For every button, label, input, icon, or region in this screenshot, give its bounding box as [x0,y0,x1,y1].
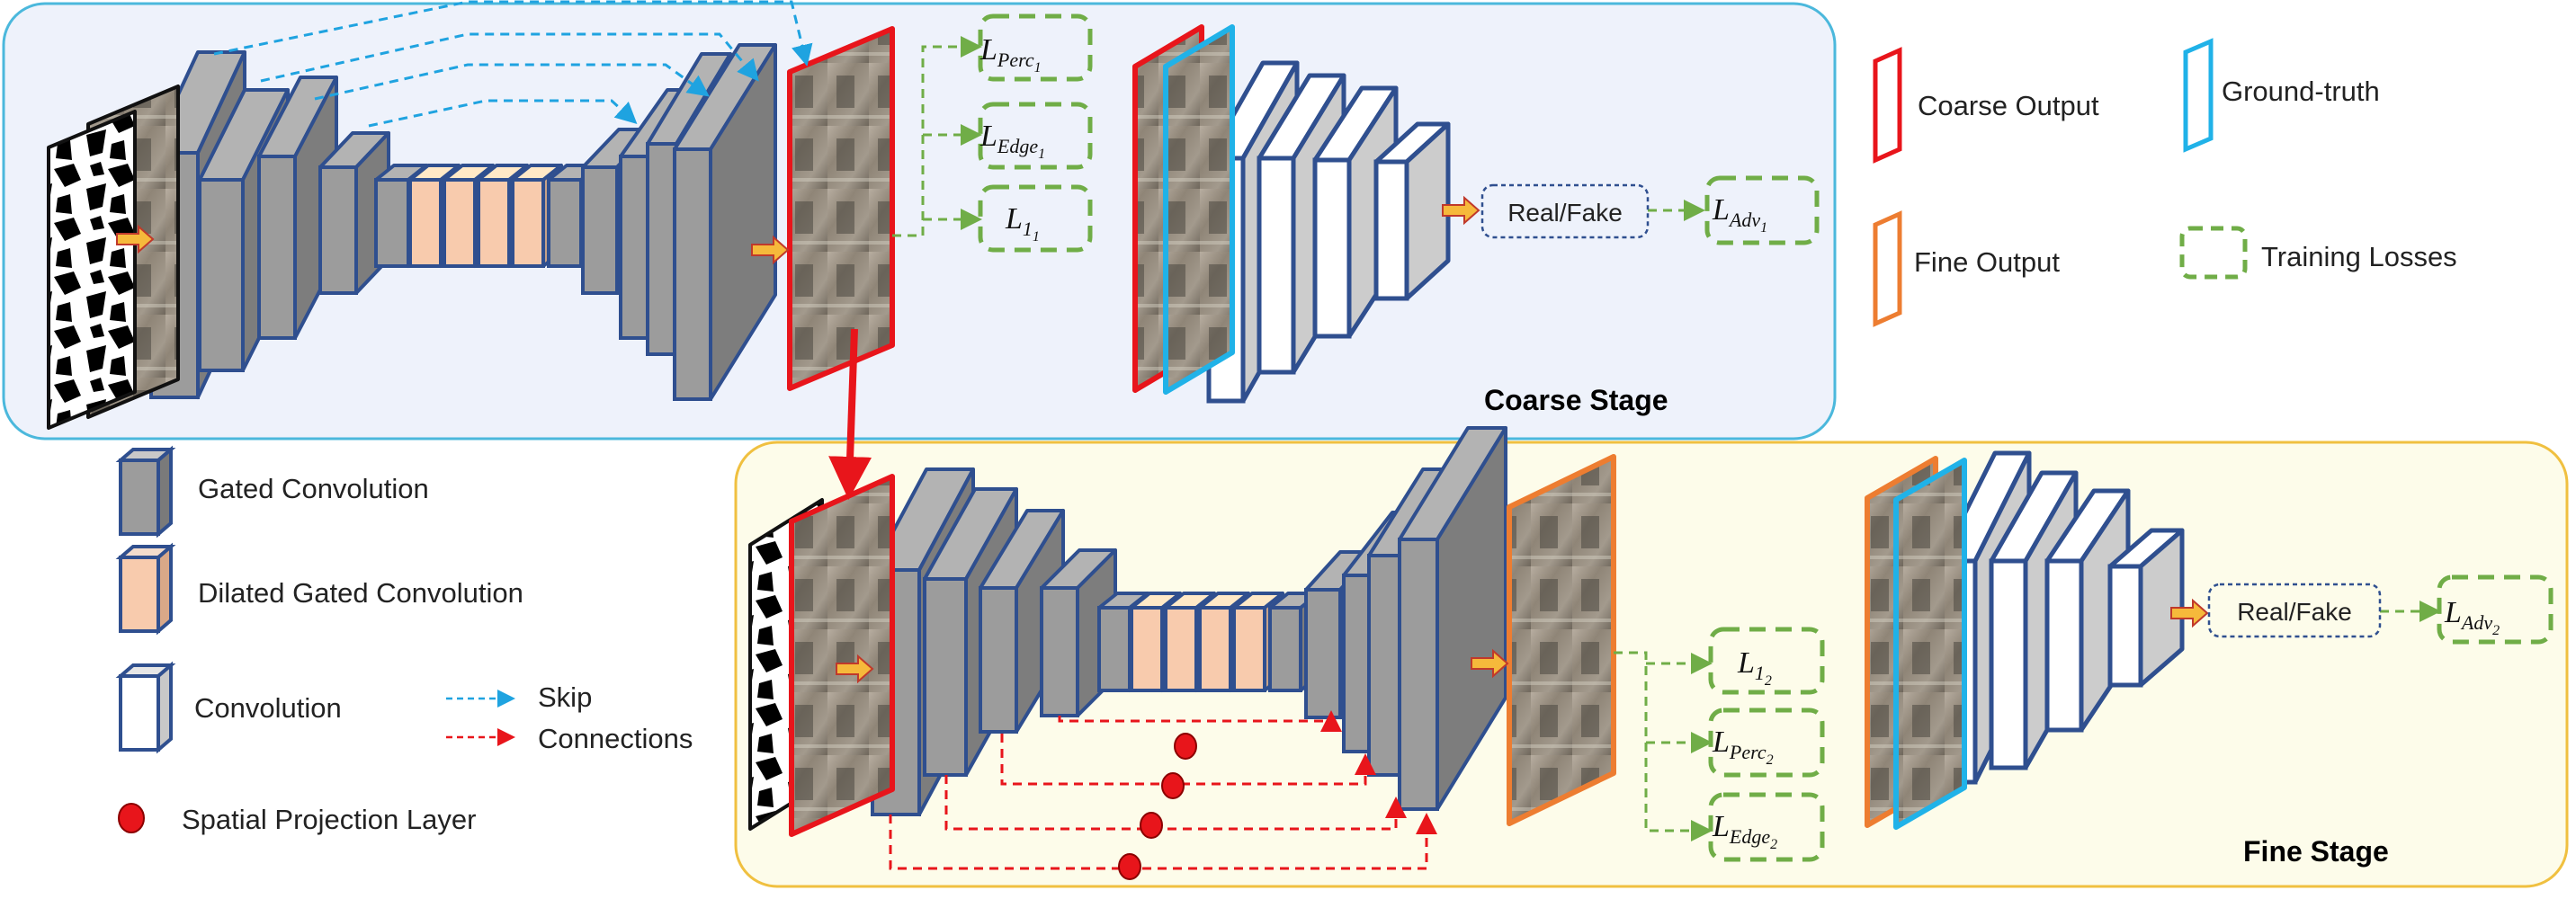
spatial-projection-layer-legend-icon [118,803,145,833]
loss-box-perc1 [978,13,1093,82]
coarse-skip-arc-2 [260,32,759,83]
discriminator-output-label-1: Real/Fake [1507,199,1623,227]
coarse-loss-connector-main [892,36,982,237]
loss-box-l1-1 [978,184,1093,253]
loss-l1-2: L12 [1737,646,1772,689]
convolution-legend-icon [115,661,176,754]
training-losses-legend-icon [2179,226,2248,280]
loss-l1-1: L11 [1005,202,1040,245]
coarse-skip-arc-4 [368,99,638,128]
coarse-stage-title: Coarse Stage [1484,384,1668,416]
loss-box-l1-2 [1708,627,1825,695]
coarse-output-legend-icon [1873,47,1902,164]
skip-legend-label: Skip [538,681,592,713]
discriminator-output-box-2 [2207,583,2382,638]
dilated-gated-convolution-legend-icon [115,542,176,636]
loss-edge1: LEdge1 [979,120,1045,162]
ground-truth-legend-label: Ground-truth [2222,76,2380,107]
loss-adv1: LAdv1 [1712,193,1767,236]
discriminator-output-box-1 [1480,183,1650,239]
svg-text:LEdge1: LEdge1 [979,120,1045,162]
spatial-projection-layer-1 [1174,733,1197,760]
fine-discriminator-block-4 [2107,528,2185,688]
loss-box-edge1 [978,102,1093,170]
coarse-to-fine-arrow [828,328,872,500]
gated-convolution-legend-label: Gated Convolution [198,473,429,504]
fine-disc-arrow [2170,598,2209,628]
fine-stage-title: Fine Stage [2243,835,2389,868]
fine-loss-connector-main [1614,651,1713,841]
fine-input-coarse-output [789,474,895,837]
spatial-projection-layer-legend-label: Spatial Projection Layer [182,804,476,835]
loss-perc1: LPerc1 [979,33,1042,76]
coarse-input-mask [47,110,137,430]
connections [116,0,2441,880]
loss-adv2: LAdv2 [2444,596,2500,638]
svg-text:LPerc2: LPerc2 [1712,726,1774,768]
fine-output-image [1507,454,1616,826]
fine-generator [871,426,1507,816]
svg-text:LAdv1: LAdv1 [1712,193,1767,236]
coarse-skip-arc-1 [213,0,813,67]
spatial-projection-layer-3 [1140,812,1163,839]
convolution-legend-label: Convolution [194,692,342,724]
gated-convolution-legend-icon [115,445,176,539]
fine-decoder-block-4 [1398,426,1507,811]
coarse-input-arrow [116,224,155,254]
fine-input-arrow [836,654,874,684]
spatial-projection-layer-4 [1118,853,1141,880]
fine-skip-connection-1 [1058,710,1342,732]
svg-text:L11: L11 [1005,202,1040,245]
coarse-output-arrow [751,235,790,265]
fine-output-legend-icon [1873,210,1902,327]
images [47,24,1967,837]
loss-edge2: LEdge2 [1712,810,1777,852]
coarse-skip-arc-3 [314,63,710,101]
loss-perc2: LPerc2 [1712,726,1774,768]
coarse-disc-gt-image [1163,24,1235,395]
dilated-gated-convolution-legend-label: Dilated Gated Convolution [198,577,523,609]
discriminator-output-label-2: Real/Fake [2237,598,2352,626]
legend-left: Gated Convolution Dilated Gated Convolut… [115,445,693,835]
connections-legend-label: Connections [538,723,693,754]
loss-box-edge2 [1708,792,1825,862]
fine-skip-connection-3 [944,775,1407,831]
loss-box-perc2 [1708,708,1825,778]
fine-skip-connection-4 [889,813,1437,870]
fine-output-legend-label: Fine Output [1914,246,2060,278]
coarse-discriminator-block-4 [1373,121,1451,301]
spatial-projection-layer-2 [1161,772,1185,799]
discriminators [1206,60,2185,785]
coarse-output-image [787,26,895,391]
fine-disc-gt-image [1893,458,1967,830]
ground-truth-legend-icon [2183,38,2214,153]
fine-output-arrow [1471,648,1509,679]
loss-boxes [978,13,2554,862]
loss-box-adv1 [1704,175,1820,245]
svg-text:L12: L12 [1737,646,1772,689]
loss-box-adv2 [2437,574,2554,645]
svg-text:LAdv2: LAdv2 [2444,596,2500,638]
legend-top: Coarse Output Ground-truth Fine Output T… [1873,38,2457,327]
coarse-disc-arrow [1442,195,1480,226]
training-losses-legend-label: Training Losses [2261,241,2457,272]
coarse-output-legend-label: Coarse Output [1918,90,2099,121]
svg-text:LEdge2: LEdge2 [1712,810,1777,852]
svg-text:LPerc1: LPerc1 [979,33,1042,76]
